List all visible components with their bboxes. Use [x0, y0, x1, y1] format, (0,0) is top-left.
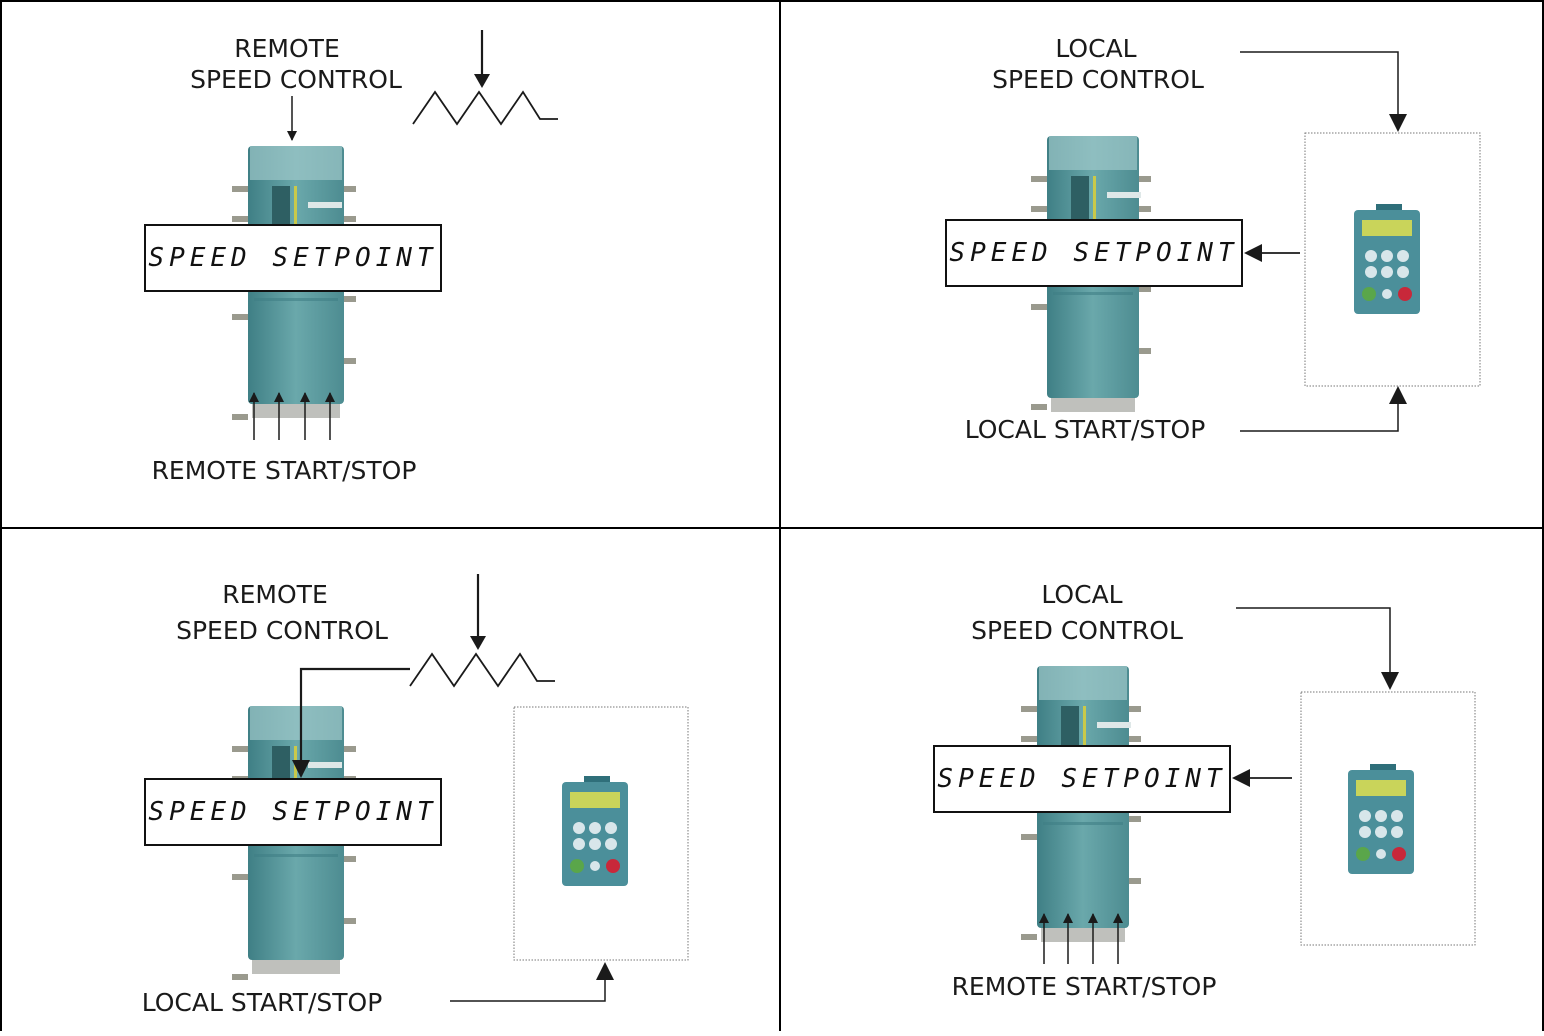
speed-control-label-line1: REMOTE [234, 34, 340, 63]
start-stop-label: LOCAL START/STOP [964, 415, 1206, 444]
arrow-icon [292, 667, 410, 778]
speed-control-label-line2: SPEED CONTROL [190, 65, 402, 94]
speed-setpoint-display: SPEED SETPOINT [144, 778, 442, 846]
arrow-icon [1236, 607, 1399, 690]
speed-setpoint-display: SPEED SETPOINT [933, 745, 1231, 813]
potentiometer-icon [409, 574, 555, 688]
keypad-icon [1304, 132, 1481, 387]
arrow-icon [450, 962, 614, 1002]
start-stop-label: LOCAL START/STOP [141, 988, 383, 1017]
speed-control-label-line2: SPEED CONTROL [971, 616, 1183, 645]
speed-control-label-line1: REMOTE [222, 580, 328, 609]
arrow-icon [1240, 386, 1407, 432]
arrow-icon [1240, 51, 1407, 132]
start-stop-label: REMOTE START/STOP [951, 972, 1217, 1001]
start-stop-label: REMOTE START/STOP [151, 456, 417, 485]
keypad-icon [513, 706, 689, 961]
speed-setpoint-display: SPEED SETPOINT [945, 219, 1243, 287]
speed-control-label-line1: LOCAL [1041, 580, 1123, 609]
potentiometer-icon [412, 30, 558, 126]
keypad-icon [1300, 691, 1476, 946]
speed-control-label-line1: LOCAL [1055, 34, 1137, 63]
speed-control-label-line2: SPEED CONTROL [176, 616, 388, 645]
speed-control-label-line2: SPEED CONTROL [992, 65, 1204, 94]
speed-setpoint-display: SPEED SETPOINT [144, 224, 442, 292]
